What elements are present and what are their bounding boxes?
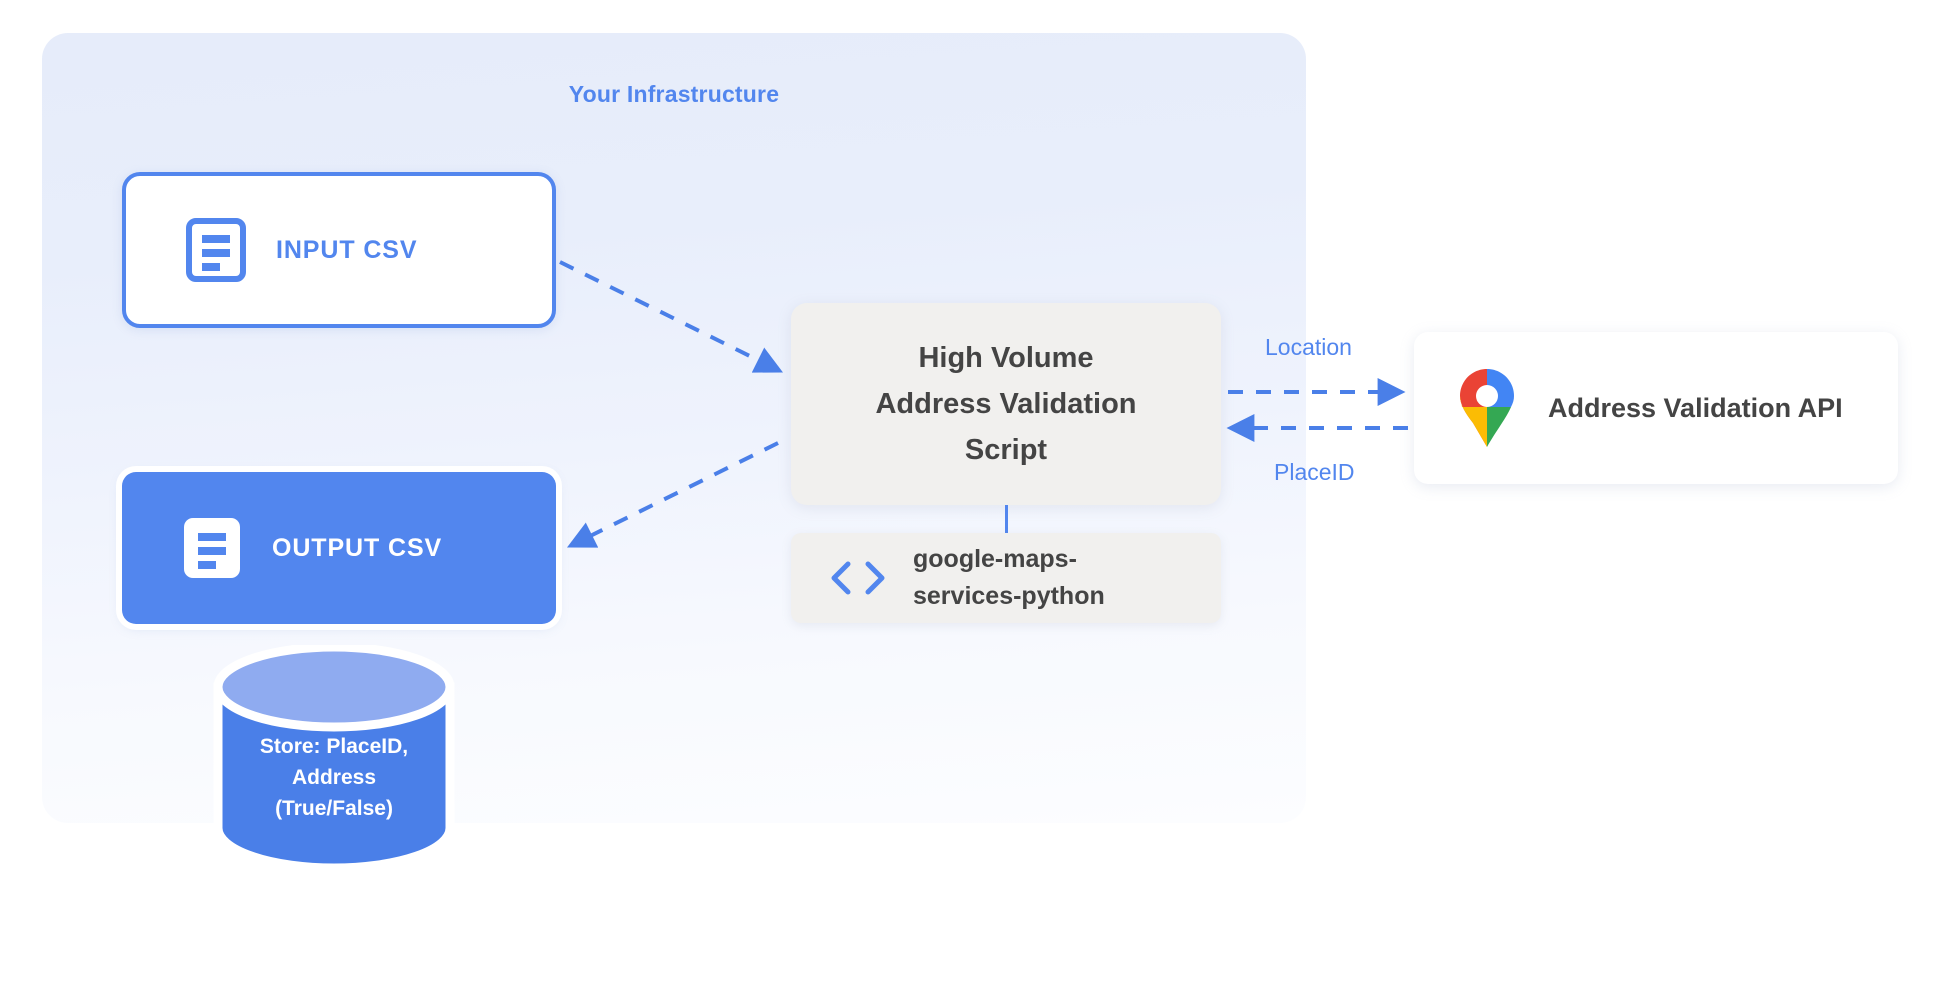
- script-line-3: Script: [964, 434, 1048, 466]
- library-label: google-maps- services-python: [913, 545, 1105, 610]
- input-csv-label: INPUT CSV: [276, 235, 418, 264]
- script-library-connector: [1005, 505, 1008, 535]
- edge-label-location: Location: [1265, 334, 1352, 360]
- code-brackets-icon: [831, 561, 885, 595]
- script-line-1: High Volume: [918, 342, 1094, 374]
- edge-label-placeid: PlaceID: [1274, 459, 1355, 485]
- node-input-csv[interactable]: INPUT CSV: [122, 172, 556, 328]
- panel-title: Your Infrastructure: [568, 81, 780, 107]
- output-csv-label: OUTPUT CSV: [272, 533, 443, 562]
- node-address-validation-api[interactable]: Address Validation API: [1414, 332, 1898, 484]
- api-label: Address Validation API: [1548, 392, 1843, 423]
- node-validation-script[interactable]: High Volume Address Validation Script: [791, 303, 1221, 505]
- database-cylinder-icon: [213, 642, 455, 873]
- node-client-library[interactable]: google-maps- services-python: [791, 533, 1221, 623]
- script-line-2: Address Validation: [875, 388, 1137, 420]
- google-maps-pin-icon: [1460, 369, 1514, 447]
- document-icon: [186, 218, 246, 282]
- document-icon: [184, 518, 240, 578]
- node-database-store[interactable]: Store: PlaceID, Address (True/False): [210, 642, 458, 873]
- node-output-csv[interactable]: OUTPUT CSV: [122, 472, 556, 624]
